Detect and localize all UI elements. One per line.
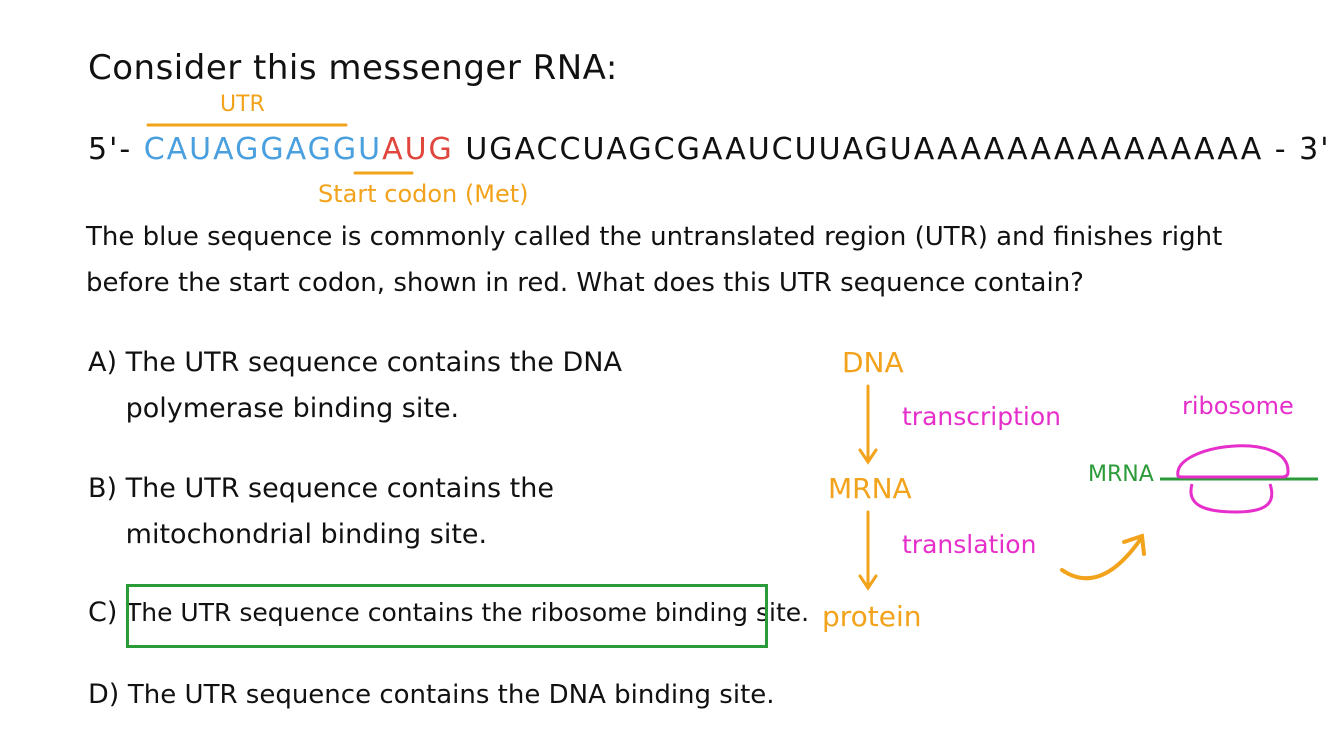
- coding-sequence: UGACCUAGCGAAUCUUAGUAAAAAAAAAAAAAAA: [453, 132, 1264, 167]
- diagram-translation: translation: [902, 530, 1037, 559]
- curved-arrow: [1060, 533, 1146, 581]
- option-a[interactable]: A) The UTR sequence contains the DNA pol…: [88, 340, 726, 432]
- sequence-suffix: - 3': [1263, 132, 1331, 167]
- utr-sequence: CAUAGGAGGU: [143, 132, 383, 167]
- start-codon: AUG: [382, 132, 454, 167]
- start-codon-label: Start codon (Met): [318, 180, 529, 208]
- diagram-mrna: MRNA: [828, 472, 912, 505]
- question-prompt: The blue sequence is commonly called the…: [86, 222, 1223, 298]
- diagram-protein: protein: [822, 600, 922, 633]
- option-b-letter: B): [88, 473, 118, 504]
- option-c[interactable]: C) The UTR sequence contains the ribosom…: [88, 590, 809, 636]
- mrna-sequence: 5'- CAUAGGAGGUAUG UGACCUAGCGAAUCUUAGUAAA…: [88, 132, 1331, 167]
- correct-answer-box: [126, 584, 768, 648]
- option-b[interactable]: B) The UTR sequence contains the mitocho…: [88, 466, 696, 558]
- ribosome-mrna-label: MRNA: [1088, 462, 1154, 487]
- option-a-letter: A): [88, 347, 118, 378]
- option-b-text: The UTR sequence contains the mitochondr…: [125, 473, 554, 550]
- ribosome-small-subunit: [1189, 483, 1274, 514]
- option-c-letter: C): [88, 597, 118, 628]
- diagram-dna: DNA: [842, 346, 904, 379]
- option-d-letter: D): [88, 679, 120, 710]
- transcription-arrow: [858, 384, 878, 465]
- option-d[interactable]: D) The UTR sequence contains the DNA bin…: [88, 672, 775, 718]
- utr-label: UTR: [220, 92, 265, 117]
- option-a-text: The UTR sequence contains the DNA polyme…: [125, 347, 622, 424]
- translation-arrow: [858, 510, 878, 591]
- option-d-text: The UTR sequence contains the DNA bindin…: [127, 680, 775, 710]
- ribosome-large-subunit: [1176, 444, 1290, 479]
- diagram-transcription: transcription: [902, 402, 1061, 431]
- ribosome-diagram: [1160, 444, 1318, 514]
- intro-text: Consider this messenger RNA:: [88, 48, 618, 88]
- option-c-text: The UTR sequence contains the ribosome b…: [125, 598, 810, 627]
- sequence-prefix: 5'-: [88, 132, 144, 167]
- ribosome-label: ribosome: [1182, 392, 1294, 420]
